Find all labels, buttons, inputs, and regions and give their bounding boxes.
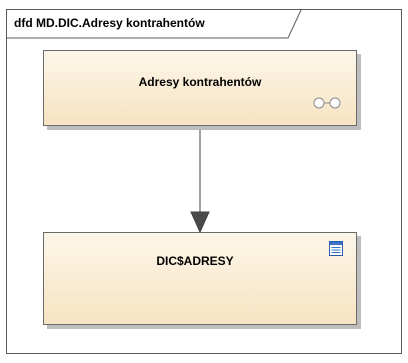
frame-title-tab bbox=[7, 10, 302, 39]
glasses-icon bbox=[313, 97, 341, 109]
diagram-title: dfd MD.DIC.Adresy kontrahentów bbox=[14, 16, 205, 30]
data-store-node-dic-adresy[interactable]: DIC$ADRESY bbox=[43, 232, 357, 325]
table-icon bbox=[329, 241, 343, 256]
process-node-label: Adresy kontrahentów bbox=[138, 75, 262, 89]
process-node-adresy-kontrahentow[interactable]: Adresy kontrahentów bbox=[43, 50, 357, 126]
data-store-node-label: DIC$ADRESY bbox=[156, 254, 234, 268]
connector-arrowhead bbox=[190, 211, 210, 234]
